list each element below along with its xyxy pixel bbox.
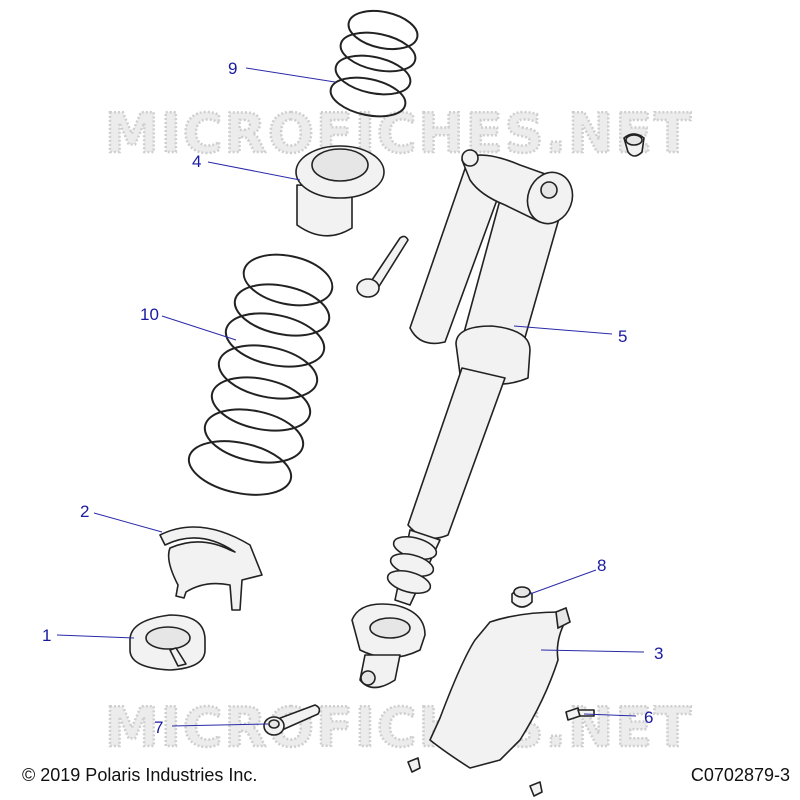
callout-1[interactable]: 1 bbox=[42, 626, 51, 645]
part-5-shock-absorber[interactable] bbox=[351, 149, 580, 689]
leader-2 bbox=[93, 512, 163, 533]
leader-7 bbox=[171, 723, 269, 727]
part-3-shock-guard[interactable] bbox=[429, 606, 571, 769]
callout-7[interactable]: 7 bbox=[154, 718, 163, 737]
nut-upper[interactable] bbox=[623, 133, 645, 157]
leader-10 bbox=[161, 315, 237, 341]
callout-8[interactable]: 8 bbox=[597, 556, 606, 575]
part-10-main-spring[interactable] bbox=[184, 247, 337, 503]
leader-lines bbox=[56, 67, 645, 727]
part-4-spring-seat[interactable] bbox=[295, 145, 385, 237]
copyright-notice: © 2019 Polaris Industries Inc. bbox=[22, 765, 258, 785]
callout-4[interactable]: 4 bbox=[192, 152, 201, 171]
watermark-bottom-outline: MICROFICHES.NET bbox=[105, 696, 693, 759]
part-1-retainer[interactable] bbox=[129, 614, 206, 671]
screw-bottom-right[interactable] bbox=[529, 781, 543, 797]
callout-2[interactable]: 2 bbox=[80, 502, 89, 521]
watermark-top-outline: MICROFICHES.NET bbox=[105, 102, 693, 165]
callouts: 9 4 10 5 2 8 1 3 6 7 bbox=[42, 59, 663, 737]
callout-5[interactable]: 5 bbox=[618, 327, 627, 346]
part-7-bolt[interactable] bbox=[263, 704, 321, 736]
drawing-number: C0702879-3 bbox=[690, 765, 790, 785]
leader-1 bbox=[56, 634, 135, 639]
screw-bottom-left[interactable] bbox=[407, 757, 421, 773]
part-8-nut[interactable] bbox=[511, 586, 533, 608]
callout-6[interactable]: 6 bbox=[644, 708, 653, 727]
part-9-tender-spring[interactable] bbox=[327, 5, 421, 122]
leader-5 bbox=[513, 325, 613, 335]
leader-4 bbox=[207, 161, 301, 181]
leader-8 bbox=[529, 569, 597, 595]
leader-9 bbox=[245, 67, 336, 83]
callout-10[interactable]: 10 bbox=[140, 305, 159, 324]
leader-6 bbox=[583, 713, 637, 717]
watermark-bottom: MICROFICHES.NET bbox=[105, 696, 693, 759]
bolt-upper[interactable] bbox=[356, 235, 409, 298]
callout-9[interactable]: 9 bbox=[228, 59, 237, 78]
part-2-spring-clip[interactable] bbox=[159, 526, 263, 611]
leader-3 bbox=[540, 649, 645, 653]
callout-3[interactable]: 3 bbox=[654, 644, 663, 663]
